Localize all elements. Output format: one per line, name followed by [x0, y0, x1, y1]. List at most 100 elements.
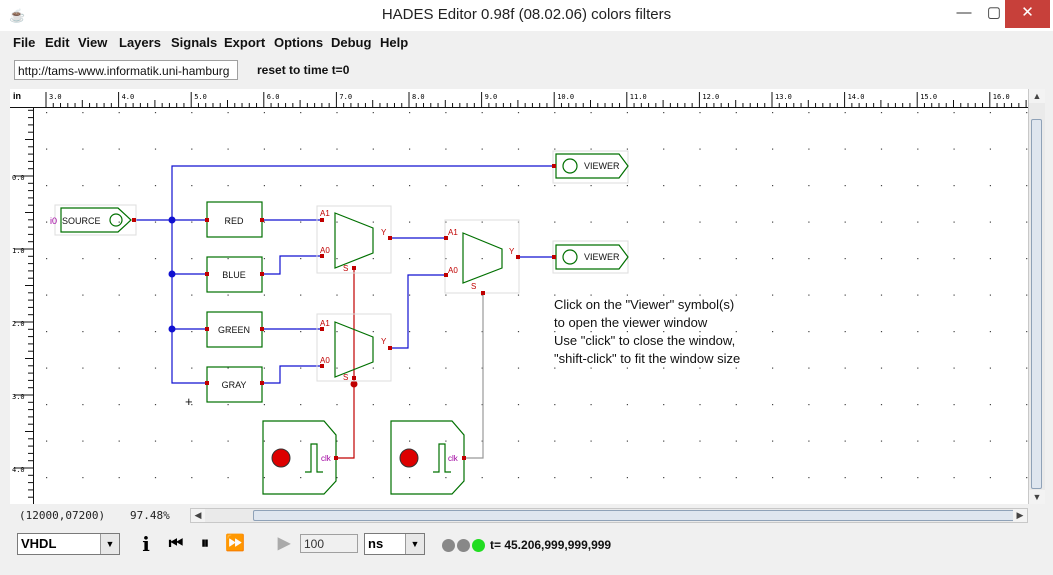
note-line: "shift-click" to fit the window size — [554, 351, 740, 366]
reset-button[interactable]: reset to time t=0 — [257, 63, 350, 77]
color-box-green[interactable]: GREEN — [206, 311, 263, 348]
ruler-label: 0.0 — [12, 174, 25, 182]
ruler-label: 1.0 — [12, 247, 25, 255]
rewind-icon[interactable]: ⏮ — [168, 535, 184, 552]
close-button[interactable]: ✕ — [1005, 0, 1050, 28]
simulation-time: t= 45.206,999,999,999 — [490, 538, 612, 552]
scroll-left-icon[interactable]: ◀ — [191, 509, 205, 522]
ruler-label: 3.0 — [12, 393, 25, 401]
clock-wave-icon — [305, 443, 323, 473]
language-value: VHDL — [21, 536, 57, 551]
info-icon[interactable]: i — [142, 532, 150, 556]
ruler-label: 15.0 — [920, 93, 937, 101]
ruler-label: 9.0 — [485, 93, 498, 101]
mux-pin-y: Y — [509, 247, 515, 256]
menu-edit[interactable]: Edit — [45, 35, 70, 50]
menu-signals[interactable]: Signals — [171, 35, 218, 50]
pause-icon[interactable]: ⏸ — [200, 535, 209, 552]
menu-export[interactable]: Export — [224, 35, 266, 50]
horizontal-scrollbar[interactable]: ◀ ▶ — [190, 508, 1028, 523]
ruler-label: 8.0 — [412, 93, 425, 101]
clock-pin-label: clk — [321, 454, 332, 463]
ruler-label: 10.0 — [557, 93, 574, 101]
viewer-label: VIEWER — [584, 161, 620, 171]
viewer-top[interactable]: VIEWER — [552, 150, 629, 184]
fast-forward-icon[interactable]: ⏩ — [225, 535, 245, 552]
clock-pin-label: clk — [448, 454, 459, 463]
menu-bar: File Edit View Layers Signals Export Opt… — [0, 31, 1053, 54]
ruler-label: 3.0 — [49, 93, 62, 101]
zoom-level: 97.48% — [130, 509, 170, 522]
note-line: Use "click" to close the window, — [554, 333, 735, 348]
color-box-blue[interactable]: BLUE — [206, 256, 263, 293]
ruler-label: 14.0 — [848, 93, 865, 101]
vertical-ruler: 0.0 1.0 2.0 3.0 4.0 — [10, 108, 34, 504]
gray-wire — [463, 293, 484, 459]
grid-dots — [46, 112, 1028, 479]
minimize-button[interactable]: — — [956, 4, 972, 21]
simulation-controls: VHDL ▼ i ⏮ ⏸ ⏩ ▶ 100 ns ▼ t= 45.206,999,… — [0, 528, 1053, 565]
time-unit-select[interactable]: ns ▼ — [364, 533, 425, 555]
color-box-gray[interactable]: GRAY — [206, 366, 263, 403]
note-line: to open the viewer window — [554, 315, 708, 330]
java-cup-icon: ☕ — [9, 8, 26, 23]
ruler-label: 16.0 — [993, 93, 1010, 101]
clock-led-icon — [271, 448, 291, 468]
blue-wires — [134, 165, 554, 384]
scroll-up-icon[interactable]: ▲ — [1029, 89, 1045, 103]
status-light-3 — [472, 539, 485, 552]
title-bar: ☕ HADES Editor 0.98f (08.02.06) colors f… — [0, 0, 1053, 32]
menu-help[interactable]: Help — [380, 35, 409, 50]
viewer-led-icon — [562, 158, 578, 174]
color-box-red[interactable]: RED — [206, 201, 263, 238]
ruler-label: 4.0 — [12, 466, 25, 474]
scroll-right-icon[interactable]: ▶ — [1013, 509, 1027, 522]
mux-pin-a0: A0 — [448, 266, 458, 275]
color-box-label: GRAY — [222, 380, 247, 390]
maximize-button[interactable]: ▢ — [986, 4, 1002, 21]
cursor-coordinates: (12000,07200) — [19, 509, 106, 522]
note-line: Click on the "Viewer" symbol(s) — [554, 297, 734, 312]
viewer-led-icon — [562, 249, 578, 265]
mux-pin-s: S — [343, 264, 348, 273]
window-title: HADES Editor 0.98f (08.02.06) colors fil… — [381, 6, 672, 23]
mux-1[interactable]: A1 A0 Y S — [316, 205, 392, 274]
color-box-label: RED — [224, 216, 244, 226]
menu-options[interactable]: Options — [274, 35, 324, 50]
menu-debug[interactable]: Debug — [331, 35, 372, 50]
clock-wave-icon — [433, 443, 451, 473]
vertical-scroll-thumb[interactable] — [1031, 119, 1042, 489]
menu-view[interactable]: View — [78, 35, 108, 50]
mux-pin-a1: A1 — [448, 228, 458, 237]
url-field[interactable]: http://tams-www.informatik.uni-hamburg — [14, 60, 238, 80]
mux-pin-a0: A0 — [320, 246, 330, 255]
color-box-label: BLUE — [222, 270, 246, 280]
chevron-down-icon: ▼ — [405, 534, 424, 554]
source-label: SOURCE — [62, 216, 101, 226]
clock-generator-2[interactable]: clk — [390, 420, 465, 495]
source-pin-label: i0 — [50, 216, 57, 226]
viewer-bottom[interactable]: VIEWER — [552, 240, 629, 274]
vertical-scrollbar[interactable]: ▲ ▼ — [1028, 89, 1045, 504]
clock-generator-1[interactable]: clk — [262, 420, 337, 495]
mux-pin-a1: A1 — [320, 319, 330, 328]
language-select[interactable]: VHDL ▼ — [17, 533, 120, 555]
mux-pin-y: Y — [381, 337, 387, 346]
ruler-label: 2.0 — [12, 320, 25, 328]
step-duration-input[interactable]: 100 — [300, 534, 358, 553]
red-wires — [336, 268, 355, 459]
scroll-down-icon[interactable]: ▼ — [1029, 490, 1045, 504]
red-junction — [350, 380, 358, 388]
ruler-label: 12.0 — [702, 93, 719, 101]
source-component[interactable]: SOURCE i0 — [50, 204, 137, 236]
instruction-note: Click on the "Viewer" symbol(s) to open … — [554, 297, 740, 366]
menu-file[interactable]: File — [13, 35, 36, 50]
horizontal-scroll-thumb[interactable] — [253, 510, 1023, 521]
ruler-label: 7.0 — [339, 93, 352, 101]
menu-layers[interactable]: Layers — [119, 35, 161, 50]
step-icon[interactable]: ▶ — [277, 535, 291, 552]
schematic-canvas[interactable]: SOURCE i0 RED BLUE GREEN GRAY A1 A0 Y — [34, 108, 1028, 504]
mux-3[interactable]: A1 A0 Y S — [444, 219, 520, 294]
clock-led-icon — [399, 448, 419, 468]
